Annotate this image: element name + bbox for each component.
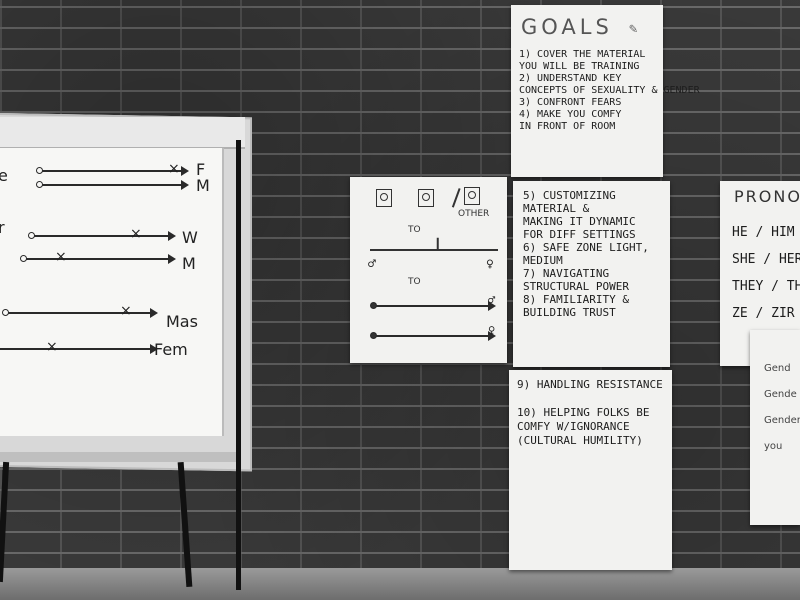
- spectrum-end-label: M: [196, 176, 210, 195]
- goal-item: MAKING IT DYNAMIC: [523, 215, 636, 228]
- pronoun-item: SHE / HER /: [732, 252, 800, 267]
- flipchart-partial-label-1: e: [0, 166, 8, 185]
- goal-item: 5) CUSTOMIZING: [523, 189, 616, 202]
- goal-item: CONCEPTS OF SEXUALITY & GENDER: [519, 85, 700, 96]
- spectrum-x-mark: ×: [46, 339, 58, 355]
- goal-item-spacer: [517, 392, 663, 406]
- spectrum-arrow: [26, 254, 176, 264]
- pencil-doodle-icon: ✎: [629, 21, 638, 37]
- spectrum-line: [370, 249, 498, 251]
- floor-ledge: [0, 568, 800, 600]
- to-label-mid: TO: [408, 277, 421, 287]
- other-label: OTHER: [458, 209, 490, 219]
- spectrum-arrow: [376, 301, 496, 311]
- goal-item: COMFY W/IGNORANCE: [517, 420, 630, 433]
- goal-item: IN FRONT OF ROOM: [519, 121, 616, 132]
- male-symbol-icon: ♂: [488, 293, 496, 307]
- goal-item: 6) SAFE ZONE LIGHT,: [523, 241, 649, 254]
- spectrum-end-label: Mas: [166, 312, 198, 331]
- spectrum-arrow: [34, 231, 176, 241]
- flipchart-clip-bar: [0, 117, 245, 149]
- square-icon: [464, 187, 480, 205]
- spectrum-x-mark: ×: [168, 161, 180, 177]
- goal-item: 9) HANDLING RESISTANCE: [517, 378, 663, 391]
- spectrum-end-label: F: [196, 160, 206, 179]
- goal-item: 1) COVER THE MATERIAL: [519, 49, 646, 60]
- goal-item: BUILDING TRUST: [523, 306, 616, 319]
- goal-item: MATERIAL &: [523, 202, 590, 215]
- female-symbol-icon: ♀: [486, 257, 494, 272]
- pronoun-item: ZE / ZIR: [732, 306, 795, 321]
- spectrum-arrow: [42, 166, 189, 176]
- spectrum-x-mark: ×: [55, 249, 67, 265]
- goal-item: MEDIUM: [523, 254, 563, 267]
- flipchart-shelf: [0, 452, 240, 462]
- person-icon: [418, 189, 434, 207]
- goals-continued-poster: 5) CUSTOMIZING MATERIAL & MAKING IT DYNA…: [513, 181, 670, 367]
- spectrum-arrow: [42, 180, 189, 190]
- flipchart-paper: e r × F M × W × M × Mas × Fem: [0, 148, 224, 436]
- goal-item: 7) NAVIGATING: [523, 267, 610, 280]
- gender-item: you: [764, 441, 783, 452]
- goal-item: YOU WILL BE TRAINING: [519, 61, 640, 72]
- spectrum-arrow: [376, 331, 496, 341]
- flipchart-partial-label-2: r: [0, 218, 5, 237]
- pronouns-title: PRONOU: [734, 187, 800, 206]
- male-symbol-icon: ♂: [368, 257, 376, 272]
- person-icon: [376, 189, 392, 207]
- goal-item: 10) HELPING FOLKS BE: [517, 406, 650, 419]
- spectrum-x-mark: ×: [130, 226, 142, 242]
- spectrum-arrow: [8, 308, 158, 318]
- goals-poster: GOALS ✎ 1) COVER THE MATERIAL YOU WILL B…: [511, 5, 700, 177]
- spectrum-end-label: Fem: [154, 340, 188, 359]
- gender-poster: Gend Gende Gender you: [750, 330, 800, 525]
- goal-item: (CULTURAL HUMILITY): [517, 434, 643, 447]
- easel-leg: [236, 140, 241, 590]
- spectrum-end-label: M: [182, 254, 196, 273]
- to-label-top: TO: [408, 225, 421, 235]
- goals-final-poster: 9) HANDLING RESISTANCE 10) HELPING FOLKS…: [509, 370, 672, 570]
- spectrum-midpoint: [437, 237, 439, 250]
- diagram-poster: OTHER TO ♂ ♀ TO ♂ ♀: [350, 177, 507, 363]
- goals-title: GOALS: [521, 15, 613, 39]
- spectrum-x-mark: ×: [120, 303, 132, 319]
- spectrum-end-label: W: [182, 228, 198, 247]
- goal-item: 8) FAMILIARITY &: [523, 293, 629, 306]
- gender-item: Gend: [764, 363, 791, 374]
- female-symbol-icon: ♀: [488, 323, 496, 337]
- goal-item: 2) UNDERSTAND KEY: [519, 73, 622, 84]
- divider-line: [451, 188, 461, 208]
- goal-item: FOR DIFF SETTINGS: [523, 228, 636, 241]
- goal-item: STRUCTURAL POWER: [523, 280, 629, 293]
- gender-item: Gende: [764, 389, 797, 400]
- spectrum-arrow: [0, 344, 158, 354]
- gender-item: Gender: [764, 415, 800, 426]
- goal-item: 4) MAKE YOU COMFY: [519, 109, 622, 120]
- pronoun-item: HE / HIM: [732, 225, 795, 240]
- goal-item: 3) CONFRONT FEARS: [519, 97, 622, 108]
